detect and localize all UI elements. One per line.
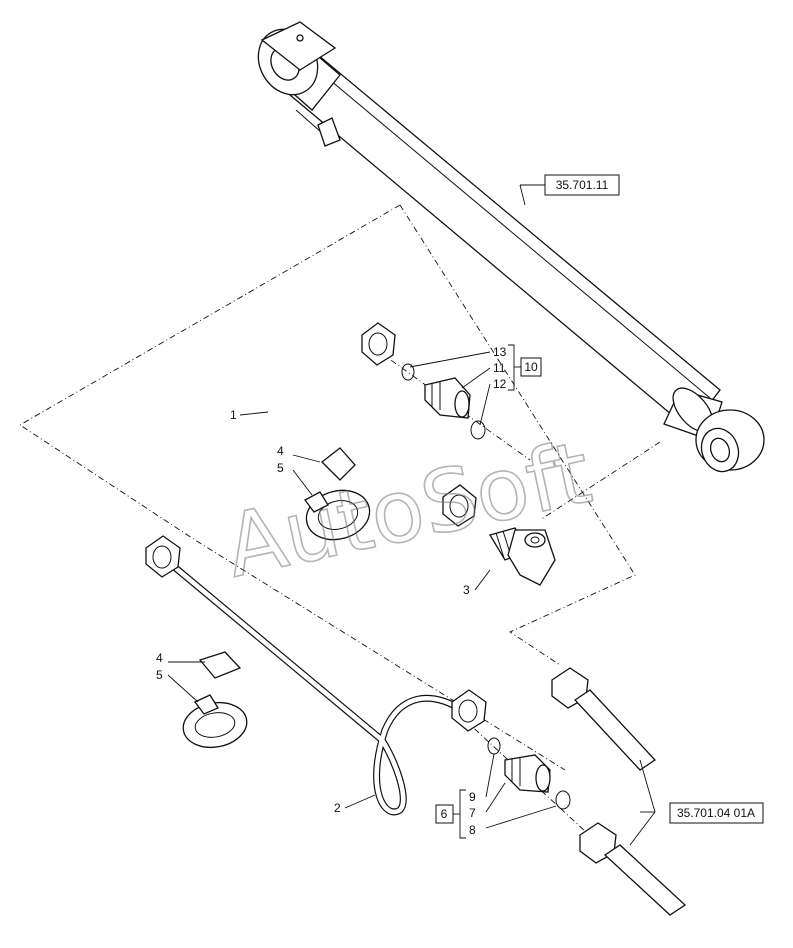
bolt-lower (579, 822, 687, 916)
callout-13: 13 (493, 345, 507, 359)
callout-9: 9 (469, 790, 476, 804)
tube-1 (267, 313, 477, 527)
callout-5-upper: 5 (277, 461, 284, 475)
bolt-upper (551, 667, 656, 771)
callout-4-upper: 4 (277, 444, 284, 458)
reference-bolt-label: 35.701.04 01A (677, 806, 755, 820)
o-ring-8 (555, 790, 571, 810)
callout-8: 8 (469, 823, 476, 837)
callout-7: 7 (469, 806, 476, 820)
clamp-upper (304, 447, 371, 541)
callout-11: 11 (493, 361, 506, 375)
callout-numbers: 1 2 3 4 5 4 5 13 11 12 9 7 8 (156, 345, 507, 837)
reference-35-701-11[interactable]: 35.701.11 (544, 174, 620, 196)
kit-10-box: 10 (520, 357, 542, 377)
callout-4-lower: 4 (156, 651, 163, 665)
callout-5-lower: 5 (156, 668, 163, 682)
reference-cylinder-label: 35.701.11 (556, 178, 609, 192)
leader-lines (167, 184, 656, 846)
hydraulic-cylinder (257, 21, 765, 473)
callout-12: 12 (493, 377, 507, 391)
o-ring-12 (470, 420, 486, 440)
callout-3: 3 (463, 583, 470, 597)
o-ring-9 (487, 737, 501, 755)
callout-10: 10 (524, 360, 538, 374)
elbow-fitting-3 (489, 527, 556, 586)
callout-2: 2 (334, 801, 341, 815)
callout-6: 6 (441, 807, 448, 821)
centre-lines (369, 344, 601, 846)
callout-1: 1 (230, 408, 237, 422)
kit-6-box: 6 (435, 804, 454, 824)
adapter-lower (504, 754, 551, 793)
assembly-boundary (19, 204, 661, 771)
o-ring-13 (401, 363, 415, 381)
adapter-upper (424, 377, 471, 419)
clamp-lower (182, 651, 248, 749)
reference-35-701-04-01a[interactable]: 35.701.04 01A (669, 802, 764, 824)
tube-2 (145, 535, 487, 816)
